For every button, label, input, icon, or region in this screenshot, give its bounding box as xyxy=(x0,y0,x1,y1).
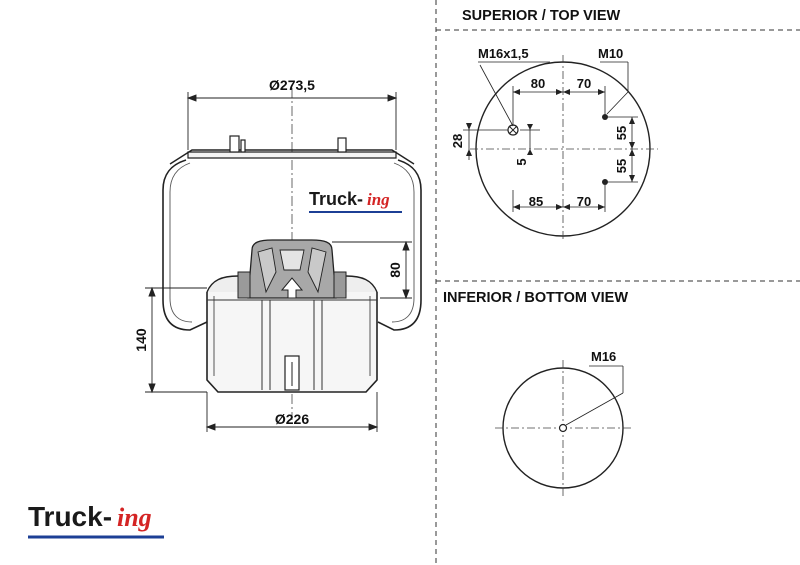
bottom-view: M16 xyxy=(495,349,631,496)
dim-small-label: 5 xyxy=(514,158,529,165)
top-view-heading: SUPERIOR / TOP VIEW xyxy=(462,8,621,24)
bottom-view-heading: INFERIOR / BOTTOM VIEW xyxy=(443,290,628,306)
left-thread-label: M16x1,5 xyxy=(478,46,529,61)
dim-height-140 xyxy=(145,286,207,394)
dim-top-left-label: 80 xyxy=(531,76,545,91)
side-logo-main: Truck- xyxy=(309,189,363,209)
bottom-diameter-label: Ø226 xyxy=(275,411,309,427)
bottom-stud-hole xyxy=(558,423,568,433)
side-logo-suffix: ing xyxy=(367,190,390,209)
side-logo: Truck- ing xyxy=(309,189,402,213)
dim-bottom-left-label: 85 xyxy=(529,194,543,209)
stud-hole-top xyxy=(602,114,608,120)
brand-logo-suffix: ing xyxy=(117,503,152,532)
stud-hole-bottom xyxy=(602,179,608,185)
bottom-thread-label: M16 xyxy=(591,349,616,364)
brand-logo-main: Truck- xyxy=(28,501,112,532)
brand-logo: Truck- ing xyxy=(28,501,164,539)
dim-side-left-label: 28 xyxy=(450,134,465,148)
top-view: M16x1,5 M10 80 70 85 70 28 5 55 55 xyxy=(450,46,658,242)
section-dividers xyxy=(435,0,800,565)
dim-bottom-right-label: 70 xyxy=(577,194,591,209)
dim-side-right-bottom-label: 55 xyxy=(614,159,629,173)
dim-top-right-label: 70 xyxy=(577,76,591,91)
dim-bottom-diameter xyxy=(205,392,379,432)
dim-height-80 xyxy=(332,240,412,300)
height-80-label: 80 xyxy=(387,262,403,278)
dim-side-right-top-label: 55 xyxy=(614,126,629,140)
side-view: Ø273,5 Ø226 140 80 Truck- ing xyxy=(133,77,422,432)
top-studs xyxy=(229,135,347,153)
height-140-label: 140 xyxy=(133,328,149,352)
right-thread-label: M10 xyxy=(598,46,623,61)
top-diameter-label: Ø273,5 xyxy=(269,77,315,93)
dim-top-diameter xyxy=(186,92,398,150)
